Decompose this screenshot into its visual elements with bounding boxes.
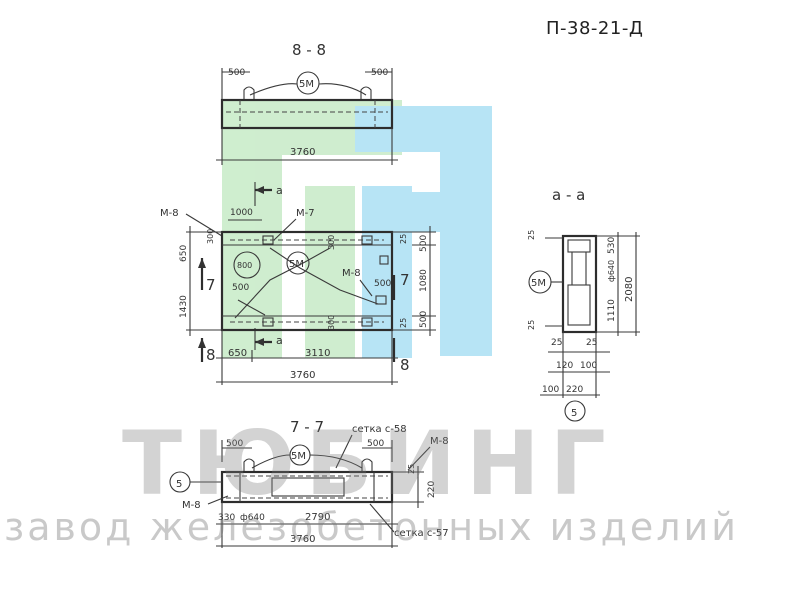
dim-1080-plan: 1080 (419, 269, 429, 292)
section-7-7-title: 7 - 7 (290, 418, 324, 436)
watermark-title: ТЮБИНГ (122, 412, 616, 515)
section-a-a-title: a - a (552, 186, 585, 204)
dim-500-right-8-8: 500 (371, 68, 388, 78)
label-m8-plan-left: М-8 (160, 208, 179, 219)
dim-25-aa-mid-left: 25 (551, 338, 562, 348)
mark-5m-8-8: 5М (299, 79, 314, 90)
dim-25-aa-top: 25 (527, 230, 536, 240)
dim-300-plan-vertical: 300 (206, 229, 215, 244)
label-m7-plan: М-7 (296, 208, 315, 219)
label-m8-7-7-right: М-8 (430, 436, 449, 447)
dim-530-aa: 530 (607, 237, 617, 254)
dim-100-aa-right: 100 (580, 361, 597, 371)
dim-650-plan-bottom: 650 (228, 348, 247, 359)
dim-120-aa: 120 (556, 361, 573, 371)
section-7-marker-right: 7 (400, 271, 410, 289)
dim-220-7-7: 220 (427, 481, 437, 498)
logo-blue-block-small (412, 192, 440, 232)
dim-100-aa-left: 100 (542, 385, 559, 395)
dim-1110-aa: 1110 (607, 299, 617, 322)
mark-5-aa: 5 (571, 408, 577, 419)
logo-blue-block-right (440, 106, 492, 356)
watermark-subtitle: завод железобетонных изделий (4, 505, 739, 549)
arrow-a-bottom: a (276, 334, 283, 347)
dim-500-left-8-8: 500 (228, 68, 245, 78)
total-3760-7-7: 3760 (290, 534, 315, 545)
dim-500-plan: 500 (232, 283, 249, 293)
mark-5-7-7: 5 (176, 479, 182, 490)
mark-5m-aa: 5М (531, 278, 546, 289)
dim-2080-aa: 2080 (624, 277, 635, 302)
label-setka-c57: сетка с-57 (394, 528, 449, 539)
dim-1430-plan: 1430 (179, 295, 189, 318)
dim-3110-plan: 3110 (305, 348, 330, 359)
section-8-marker-left: 8 (206, 346, 216, 364)
dim-phi-aa: ф640 (607, 260, 616, 282)
label-setka-c58: сетка с-58 (352, 424, 407, 435)
section-a-a: a - a 25 25 5М 530 ф640 1110 2080 25 25 … (527, 186, 640, 422)
dim-500-plan-bottom-right: 500 (374, 279, 391, 289)
dim-220-aa: 220 (566, 385, 583, 395)
arrow-a-top: a (276, 184, 283, 197)
dim-650-plan-left: 650 (179, 245, 189, 262)
dim-phi-7-7: ф640 (240, 513, 265, 523)
dim-25-aa-mid-right: 25 (586, 338, 597, 348)
section-8-marker-right: 8 (400, 356, 410, 374)
dim-500-right-7-7: 500 (367, 439, 384, 449)
mark-5m-plan: 5М (289, 259, 304, 270)
dim-500-plan-right-top: 500 (419, 235, 429, 252)
dim-2790-7-7: 2790 (305, 512, 330, 523)
dim-500-left-7-7: 500 (226, 439, 243, 449)
dim-300-plan-top: 300 (327, 235, 336, 250)
dim-330-7-7: 330 (218, 513, 235, 523)
total-3760-plan: 3760 (290, 370, 315, 381)
logo-green-block-left (222, 100, 282, 358)
plan-view: a a М-8 М-7 1000 800 5М 500 (160, 182, 436, 385)
dim-25-plan-bottom: 25 (399, 318, 408, 328)
length-3760-8-8: 3760 (290, 147, 315, 158)
section-7-marker-left: 7 (206, 276, 216, 294)
mark-5m-7-7: 5М (291, 451, 306, 462)
dim-300-plan-bottom: 300 (327, 315, 336, 330)
section-8-8: 8 - 8 500 500 5М 3760 (216, 41, 398, 165)
dim-1000-plan: 1000 (230, 208, 253, 218)
drawing-code: П-38-21-Д (546, 18, 644, 39)
dim-25-plan-top: 25 (399, 234, 408, 244)
dim-500-plan-right-bottom: 500 (419, 311, 429, 328)
dim-800-plan: 800 (237, 261, 252, 270)
dim-25-aa-bottom: 25 (527, 320, 536, 330)
watermark-logo (222, 100, 492, 358)
section-7-7: 7 - 7 500 500 сетка с-58 М-8 5М 5 М-8 25… (169, 418, 449, 548)
label-m8-7-7-left: М-8 (182, 500, 201, 511)
dim-25-7-7: 25 (407, 464, 416, 474)
section-8-8-title: 8 - 8 (292, 41, 326, 59)
label-m8-plan-right: М-8 (342, 268, 361, 279)
